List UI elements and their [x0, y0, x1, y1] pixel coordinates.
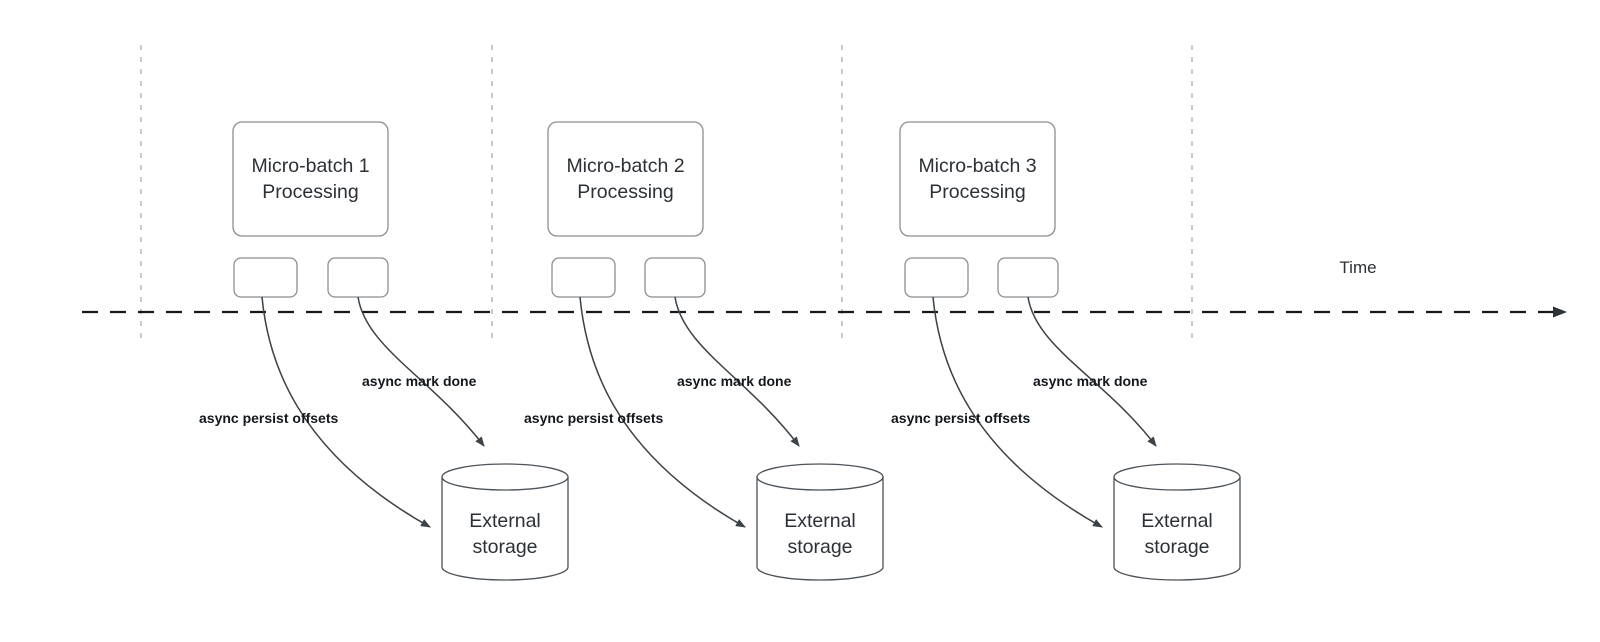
edge-label-mark-done-2: async mark done: [677, 373, 792, 389]
micro-batch-2-box[interactable]: [547, 121, 704, 237]
micro-batch-group-1: Micro-batch 1 Processing async persist o…: [199, 121, 569, 581]
task-box-persist-3[interactable]: [904, 257, 969, 298]
external-storage-2-label-line1: External: [784, 510, 856, 532]
edge-mark-done-2: [674, 296, 800, 447]
micro-batch-1-label-line1: Micro-batch 1: [251, 155, 369, 177]
edge-persist-offsets-3: [932, 296, 1103, 528]
external-storage-2-top: [756, 463, 884, 491]
edge-label-mark-done-1: async mark done: [362, 373, 477, 389]
external-storage-3-body: [1113, 476, 1241, 581]
edge-label-persist-offsets-1: async persist offsets: [199, 410, 338, 426]
micro-batch-3-label-line1: Micro-batch 3: [918, 155, 1036, 177]
micro-batch-group-3: Micro-batch 3 Processing async persist o…: [891, 121, 1241, 581]
external-storage-1-label-line1: External: [469, 510, 541, 532]
time-axis-label: Time: [1339, 258, 1376, 277]
external-storage-3-top: [1113, 463, 1241, 491]
micro-batch-1-label-line2: Processing: [262, 181, 358, 203]
micro-batch-group-2: Micro-batch 2 Processing async persist o…: [524, 121, 884, 581]
external-storage-1[interactable]: External storage: [441, 463, 569, 581]
task-box-markdone-2[interactable]: [644, 257, 706, 298]
external-storage-2[interactable]: External storage: [756, 463, 884, 581]
external-storage-3[interactable]: External storage: [1113, 463, 1241, 581]
external-storage-2-body: [756, 476, 884, 581]
task-box-persist-1[interactable]: [233, 257, 298, 298]
task-box-markdone-1[interactable]: [327, 257, 389, 298]
guide-lines-group: [140, 45, 1193, 340]
task-box-persist-2[interactable]: [551, 257, 616, 298]
time-axis-group: Time: [82, 258, 1567, 318]
micro-batch-3-label-line2: Processing: [929, 181, 1025, 203]
edge-label-persist-offsets-2: async persist offsets: [524, 410, 663, 426]
external-storage-1-top: [441, 463, 569, 491]
external-storage-1-label-line2: storage: [472, 536, 537, 558]
micro-batch-2-label-line2: Processing: [577, 181, 673, 203]
edge-label-persist-offsets-3: async persist offsets: [891, 410, 1030, 426]
micro-batch-2-label-line1: Micro-batch 2: [566, 155, 684, 177]
micro-batch-3-box[interactable]: [899, 121, 1056, 237]
external-storage-3-label-line2: storage: [1144, 536, 1209, 558]
task-box-markdone-3[interactable]: [997, 257, 1059, 298]
edge-persist-offsets-2: [579, 296, 746, 528]
edge-persist-offsets-1: [261, 296, 431, 528]
edge-label-mark-done-3: async mark done: [1033, 373, 1148, 389]
external-storage-2-label-line2: storage: [787, 536, 852, 558]
external-storage-1-body: [441, 476, 569, 581]
micro-batch-1-box[interactable]: [232, 121, 389, 237]
edge-mark-done-1: [357, 296, 485, 447]
edge-mark-done-3: [1027, 296, 1157, 447]
external-storage-3-label-line1: External: [1141, 510, 1213, 532]
